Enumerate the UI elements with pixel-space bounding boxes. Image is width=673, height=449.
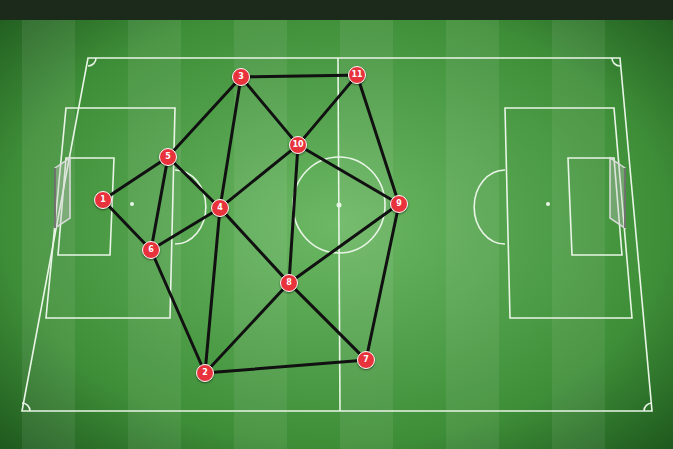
top-band (0, 0, 673, 20)
pass-line (174, 163, 213, 201)
pass-line (214, 361, 357, 373)
pass-line (227, 151, 291, 203)
pass-line (250, 75, 348, 77)
pass-line (290, 154, 298, 274)
pass-line (306, 150, 391, 200)
pass-line (206, 217, 219, 364)
player-number: 6 (148, 246, 154, 254)
player-marker: 6 (142, 241, 160, 259)
pass-line (226, 215, 283, 277)
player-marker: 11 (348, 66, 366, 84)
pass-line (296, 209, 391, 278)
pass-line (155, 258, 202, 365)
pitch-lines (22, 58, 652, 411)
player-marker: 8 (280, 274, 298, 292)
player-number: 7 (363, 356, 369, 364)
pass-line (159, 213, 213, 246)
player-marker: 2 (196, 364, 214, 382)
player-marker: 10 (289, 136, 307, 154)
player-number: 11 (351, 71, 362, 79)
pass-line (221, 86, 239, 199)
pass-line (109, 206, 145, 243)
pass-line (247, 84, 292, 138)
player-number: 2 (202, 369, 208, 377)
player-number: 9 (396, 200, 402, 208)
pass-line (304, 82, 351, 138)
pass-line (295, 289, 359, 353)
player-number: 10 (292, 141, 303, 149)
player-number: 4 (217, 204, 223, 212)
grass-stripes (22, 20, 605, 449)
goal (55, 158, 70, 228)
player-number: 1 (100, 196, 106, 204)
pass-line (360, 84, 396, 196)
player-number: 3 (238, 73, 244, 81)
penalty-spot (130, 202, 134, 206)
player-marker: 7 (357, 351, 375, 369)
goal (610, 158, 625, 228)
player-marker: 5 (159, 148, 177, 166)
pass-line (211, 290, 283, 367)
player-marker: 9 (390, 195, 408, 213)
penalty-spot (546, 202, 550, 206)
player-number: 5 (165, 153, 171, 161)
pass-line (368, 213, 397, 351)
pass-line (111, 162, 161, 195)
center-spot (337, 203, 342, 208)
player-marker: 3 (232, 68, 250, 86)
player-marker: 4 (211, 199, 229, 217)
pass-line (153, 166, 167, 241)
pass-line (174, 84, 235, 151)
player-marker: 1 (94, 191, 112, 209)
player-number: 8 (286, 279, 292, 287)
